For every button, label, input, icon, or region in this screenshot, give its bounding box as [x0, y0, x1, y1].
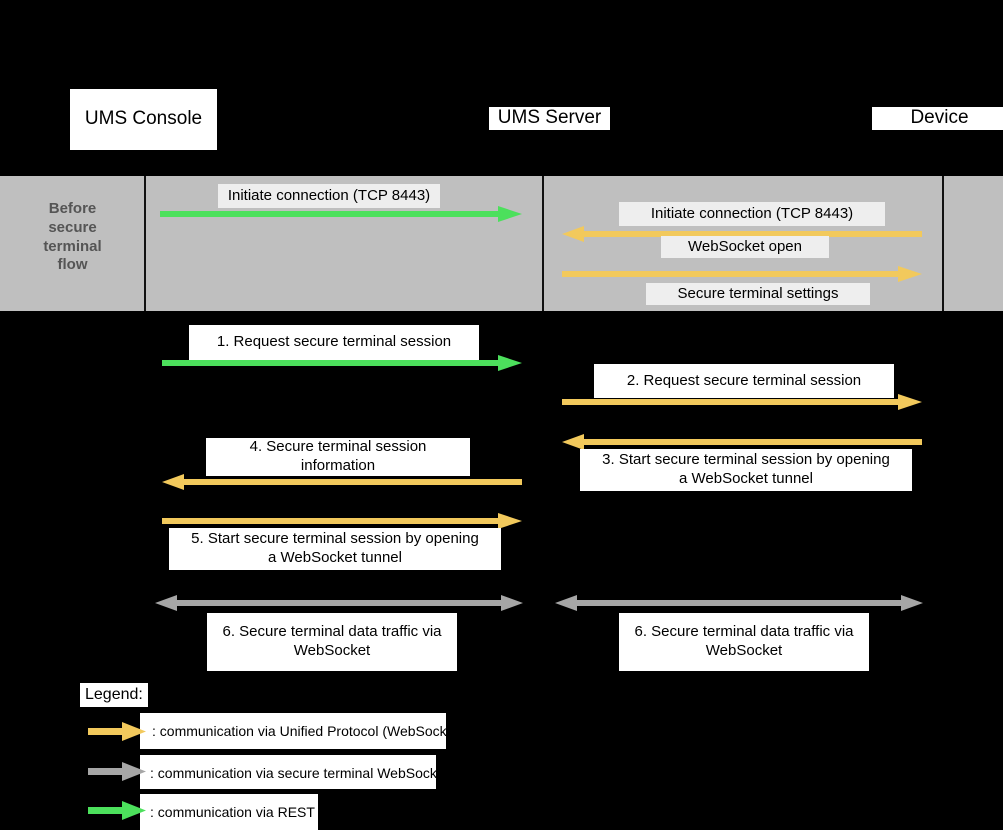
actor-ums-console: UMS Console	[70, 89, 217, 150]
step-1-label: 1. Request secure terminal session	[189, 325, 479, 360]
band-divider-1	[144, 176, 146, 311]
phase-band-label-line-3: terminal	[43, 237, 102, 255]
actor-device: Device	[872, 107, 1003, 130]
legend-row-1-background	[140, 713, 446, 749]
step-5-label-line-1: 5. Start secure terminal session by open…	[191, 530, 479, 548]
legend-title: Legend:	[80, 683, 148, 707]
step-6-right-label-line-1: 6. Secure terminal data traffic via	[634, 623, 854, 641]
step-3-label-line-2: a WebSocket tunnel	[679, 470, 813, 487]
step-6-left-label-line-1: 6. Secure terminal data traffic via	[222, 623, 442, 641]
step-3-label: 3. Start secure terminal session by open…	[580, 449, 912, 491]
actor-ums-server: UMS Server	[489, 107, 610, 130]
step-5-arrow-unified	[162, 513, 522, 529]
band-arrow-secure-terminal-settings-unified	[562, 266, 922, 282]
band-arrow-initiate-connection-rest	[160, 206, 522, 222]
step-5-label-line-2: a WebSocket tunnel	[268, 549, 402, 566]
band-message-label-initiate-connection-left: Initiate connection (TCP 8443)	[218, 184, 440, 208]
step-4-label-line-1: 4. Secure terminal session	[249, 438, 427, 456]
band-message-label-websocket-open: WebSocket open	[661, 236, 829, 258]
step-3-label-line-1: 3. Start secure terminal session by open…	[602, 451, 890, 469]
step-6-left-label-line-2: WebSocket	[293, 642, 371, 659]
legend-label-rest: : communication via REST	[150, 804, 315, 820]
phase-band-label: Before secure terminal flow	[10, 200, 135, 275]
legend-arrow-rest-icon	[88, 800, 146, 820]
step-6-left-label: 6. Secure terminal data traffic via WebS…	[207, 613, 457, 671]
band-divider-2	[542, 176, 544, 311]
phase-band-label-line-4: flow	[57, 256, 88, 274]
legend-arrow-secure-websocket-icon	[88, 761, 146, 781]
legend-row-2-background	[140, 755, 436, 789]
step-4-label: 4. Secure terminal session information	[206, 438, 470, 476]
step-4-label-line-2: information	[300, 457, 376, 474]
legend-label-unified-protocol: : communication via Unified Protocol (We…	[152, 723, 463, 739]
legend-label-secure-websocket: : communication via secure terminal WebS…	[150, 765, 449, 781]
step-3-arrow-unified	[562, 434, 922, 450]
step-6-right-arrow-secure-websocket	[555, 595, 923, 611]
phase-band-label-line-1: Before	[48, 200, 97, 217]
step-5-label: 5. Start secure terminal session by open…	[169, 528, 501, 570]
step-2-label: 2. Request secure terminal session	[594, 364, 894, 398]
band-message-label-secure-terminal-settings: Secure terminal settings	[646, 283, 870, 305]
band-arrow-initiate-connection-unified	[562, 226, 922, 242]
step-2-arrow-unified	[562, 394, 922, 410]
band-message-label-initiate-connection-right: Initiate connection (TCP 8443)	[619, 202, 885, 226]
phase-band-label-line-2: secure	[48, 218, 97, 236]
step-6-right-label: 6. Secure terminal data traffic via WebS…	[619, 613, 869, 671]
step-1-arrow-rest	[162, 355, 522, 371]
legend-row-3-background	[140, 794, 318, 830]
step-6-left-arrow-secure-websocket	[155, 595, 523, 611]
band-divider-3	[942, 176, 944, 311]
legend-arrow-unified-protocol-icon	[88, 721, 146, 741]
step-6-right-label-line-2: WebSocket	[705, 642, 783, 659]
step-4-arrow-unified	[162, 474, 522, 490]
